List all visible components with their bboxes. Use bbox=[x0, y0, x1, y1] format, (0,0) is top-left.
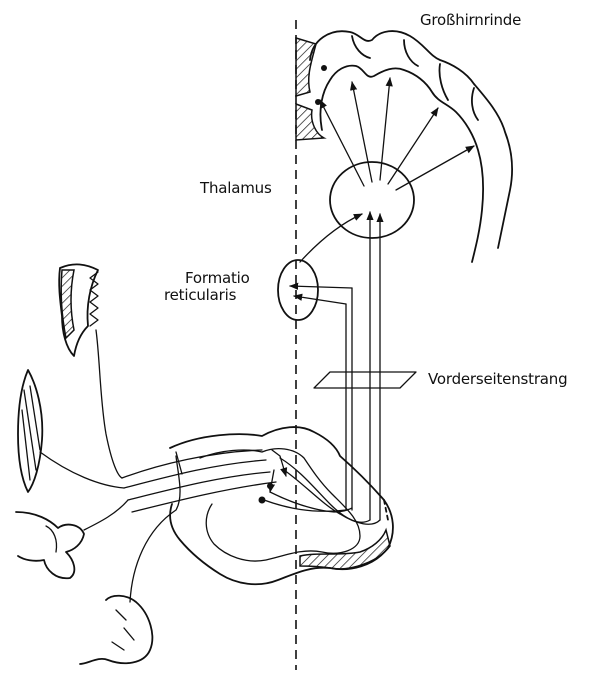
joint-structure bbox=[16, 500, 128, 578]
skin-structure bbox=[59, 264, 122, 478]
cortex-outline bbox=[296, 31, 512, 262]
ascending-tracts bbox=[346, 212, 380, 520]
formatio-label-line2: reticularis bbox=[164, 287, 250, 304]
formatio-arrows bbox=[290, 214, 362, 304]
thalamus-label: Thalamus bbox=[200, 180, 272, 197]
thalamus-node bbox=[330, 162, 414, 238]
formatio-label-line1: Formatio bbox=[185, 270, 250, 287]
cortex-label: Großhirnrinde bbox=[420, 12, 521, 29]
afferent-fibres bbox=[122, 450, 380, 524]
anterolateral-tract-plane bbox=[314, 372, 416, 388]
formatio-reticularis-node bbox=[278, 260, 318, 320]
anterolateral-tract-label: Vorderseitenstrang bbox=[428, 371, 567, 388]
gut-structure bbox=[80, 456, 180, 664]
muscle-structure bbox=[18, 370, 124, 492]
formatio-reticularis-label: Formatio reticularis bbox=[185, 270, 250, 304]
